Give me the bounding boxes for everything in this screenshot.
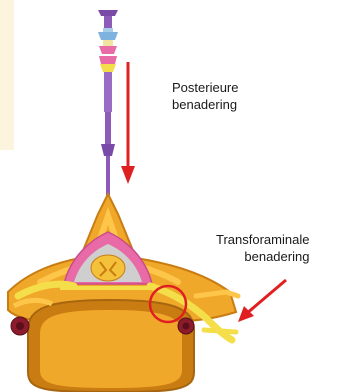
transforaminal-label-line1: Transforaminale xyxy=(216,231,309,248)
posterior-label-line1: Posterieure xyxy=(172,79,238,96)
posterior-approach-label: Posterieure benadering xyxy=(172,79,238,113)
spinal-cord xyxy=(91,255,125,281)
spinal-canal xyxy=(60,232,156,288)
posterior-label-line2: benadering xyxy=(172,96,238,113)
transforaminal-arrow-icon xyxy=(238,280,286,322)
transforaminal-approach-label: Transforaminale benadering xyxy=(216,231,309,265)
transforaminal-label-line2: benadering xyxy=(216,248,309,265)
needle-icon xyxy=(98,10,118,196)
posterior-arrow-icon xyxy=(121,62,135,184)
background-tint xyxy=(0,0,14,150)
